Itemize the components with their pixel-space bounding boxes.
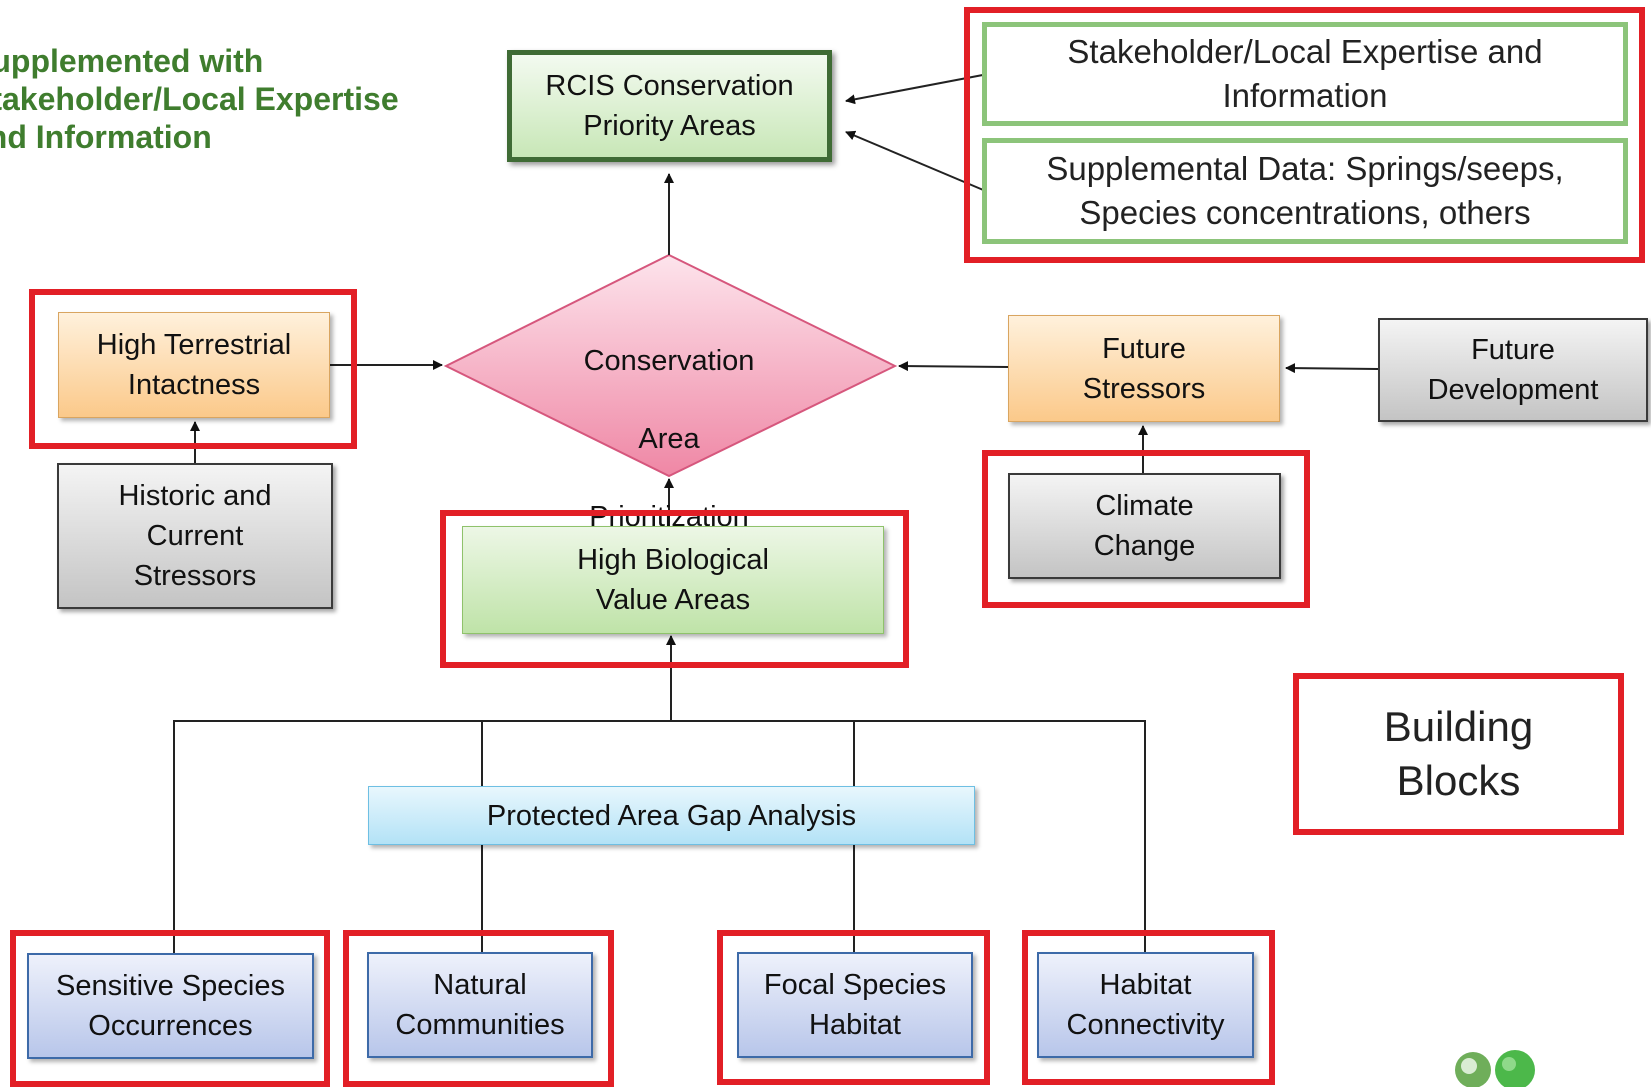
building-blocks-legend-frame	[1293, 673, 1624, 835]
building-block-frame-focal	[717, 930, 990, 1085]
globe-logo-icon	[1455, 1050, 1535, 1087]
building-block-frame-sensitive	[10, 930, 330, 1087]
supplemented-note: Supplemented with Stakeholder/Local Expe…	[0, 43, 399, 155]
building-block-frame-terrestrial	[29, 289, 357, 449]
building-block-frame-connectivity	[1022, 930, 1275, 1085]
supplemental-data-box: Supplemental Data: Springs/seeps,Species…	[982, 138, 1628, 244]
building-block-frame-climate	[982, 450, 1310, 608]
prioritization-diamond	[443, 253, 898, 478]
protected-area-gap-analysis-box: Protected Area Gap Analysis	[368, 786, 975, 845]
arrow-future-stressors-to-diamond	[898, 361, 1009, 372]
arrow-development-to-stressors	[1285, 363, 1379, 374]
connector-bus	[173, 720, 1146, 953]
building-block-frame-biological	[440, 510, 909, 668]
building-block-frame-inputs	[964, 7, 1645, 263]
building-block-frame-natural	[343, 930, 614, 1087]
